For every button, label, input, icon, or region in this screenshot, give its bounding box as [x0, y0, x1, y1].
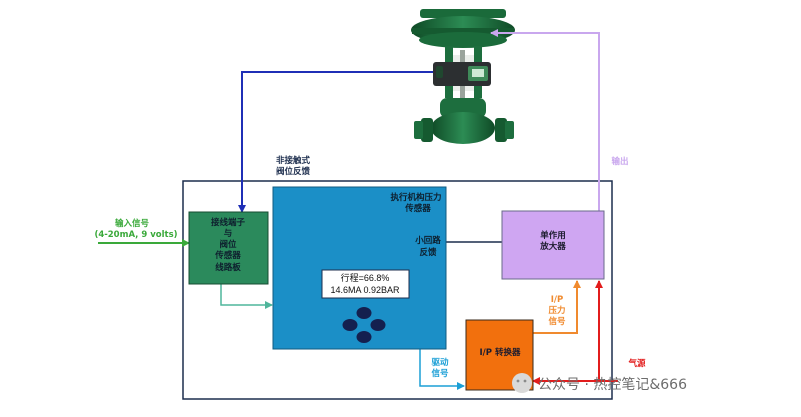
wechat-icon — [512, 373, 532, 393]
output-label: 输出 — [611, 156, 628, 167]
amplifier-label-2: 放大器 — [539, 241, 566, 252]
actuator-pressure-label: 执行机构压力 — [390, 192, 441, 203]
controller-block — [272, 186, 447, 350]
watermark-text: 公众号 · 热控笔记&666 — [538, 377, 687, 393]
input-signal-label: 输入信号 — [115, 218, 150, 229]
terminal-board-label-4: 传感器 — [214, 250, 241, 261]
ip-pressure-label: I/P — [551, 295, 564, 305]
amplifier-block — [501, 210, 605, 280]
minor-loop-label-2: 反馈 — [419, 247, 437, 258]
terminal-board-label-3: 阀位 — [219, 239, 237, 250]
keypad-icon — [342, 307, 386, 343]
control-valve-icon — [411, 9, 515, 144]
ip-converter-label: I/P 转换器 — [480, 347, 521, 358]
actuator-pressure-label-2: 传感器 — [404, 203, 431, 214]
terminal-board-block — [188, 211, 269, 285]
amplifier-label: 单作用 — [540, 230, 566, 241]
feedback-line — [238, 71, 433, 213]
lcd-current-pressure-readout: 14.6MA 0.92BAR — [330, 285, 400, 295]
terminal-to-controller-line — [220, 283, 273, 309]
ip-pressure-label-2: 压力 — [548, 305, 565, 316]
noncontact-feedback-label: 非接触式 — [276, 155, 311, 166]
minor-loop-label: 小回路 — [414, 235, 441, 246]
lcd-travel-readout: 行程=66.8% — [341, 272, 390, 283]
ip-pressure-line — [533, 280, 581, 334]
keypad-left-button — [342, 319, 358, 331]
watermark: 公众号 · 热控笔记&666 — [512, 373, 687, 393]
noncontact-feedback-label-2: 阀位反馈 — [276, 166, 311, 177]
drive-signal-line — [419, 349, 465, 390]
drive-signal-label: 驱动 — [431, 357, 449, 368]
ip-pressure-label-3: 信号 — [548, 316, 566, 327]
keypad-right-button — [370, 319, 386, 331]
keypad-up-button — [356, 307, 372, 319]
terminal-board-label-5: 线路板 — [215, 262, 241, 273]
output-line — [490, 29, 600, 211]
terminal-board-label-2: 与 — [224, 228, 233, 239]
keypad-down-button — [356, 331, 372, 343]
terminal-board-label-1: 接线端子 — [211, 217, 246, 228]
positioner-enclosure — [182, 180, 613, 400]
lcd-display — [321, 269, 410, 299]
input-range-label: (4-20mA, 9 volts) — [94, 230, 177, 240]
drive-signal-label-2: 信号 — [431, 368, 449, 379]
air-source-label: 气源 — [627, 358, 646, 369]
